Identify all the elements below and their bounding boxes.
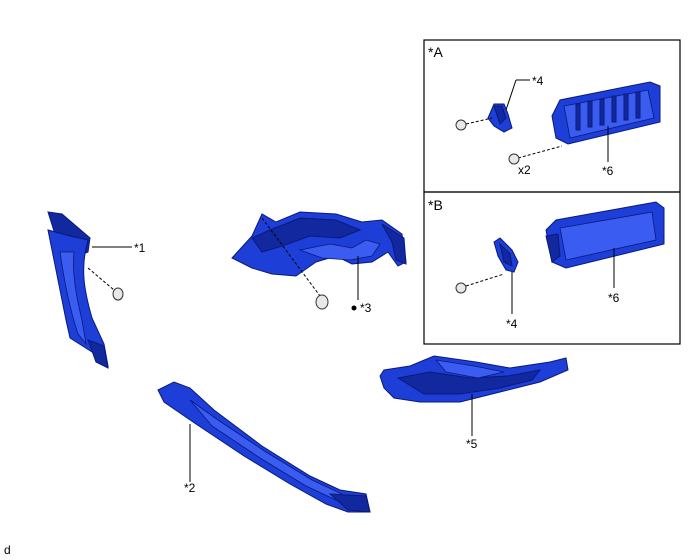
box-a-bolt-left xyxy=(455,117,493,131)
box-b-part-6-label: *6 xyxy=(608,291,620,305)
box-b-bracket-part-4 xyxy=(493,237,519,273)
detail-box-b-title: *B xyxy=(428,197,443,213)
box-a-part-4-label: *4 xyxy=(532,74,544,88)
box-a-bracket-part-4 xyxy=(487,103,513,133)
part-2-scuff-plate xyxy=(157,381,371,513)
part-3-marker-dot xyxy=(351,305,357,311)
detail-box-a-title: *A xyxy=(428,44,443,60)
figure-code: d xyxy=(4,543,11,557)
box-b-bolt xyxy=(455,273,505,294)
box-a-quantity: x2 xyxy=(518,163,531,177)
box-b-module-part-6 xyxy=(545,201,665,269)
part-3-upper-garnish xyxy=(231,211,407,277)
part-5-label: *5 xyxy=(466,437,478,451)
part-5-floor-bracket xyxy=(379,355,569,403)
box-a-part-4-leader xyxy=(505,79,517,111)
box-a-bolt-bottom xyxy=(508,145,563,165)
box-a-part-6-label: *6 xyxy=(602,164,614,178)
part-3-label: *3 xyxy=(360,301,372,315)
part-1-pillar-garnish xyxy=(47,211,109,369)
detail-box-b xyxy=(423,191,681,345)
box-b-part-4-label: *4 xyxy=(506,317,518,331)
box-a-module-part-6 xyxy=(551,81,661,145)
part-3-bolt xyxy=(261,217,329,310)
part-2-label: *2 xyxy=(184,481,196,495)
part-1-label: *1 xyxy=(134,241,146,255)
part-1-clip xyxy=(87,267,124,301)
